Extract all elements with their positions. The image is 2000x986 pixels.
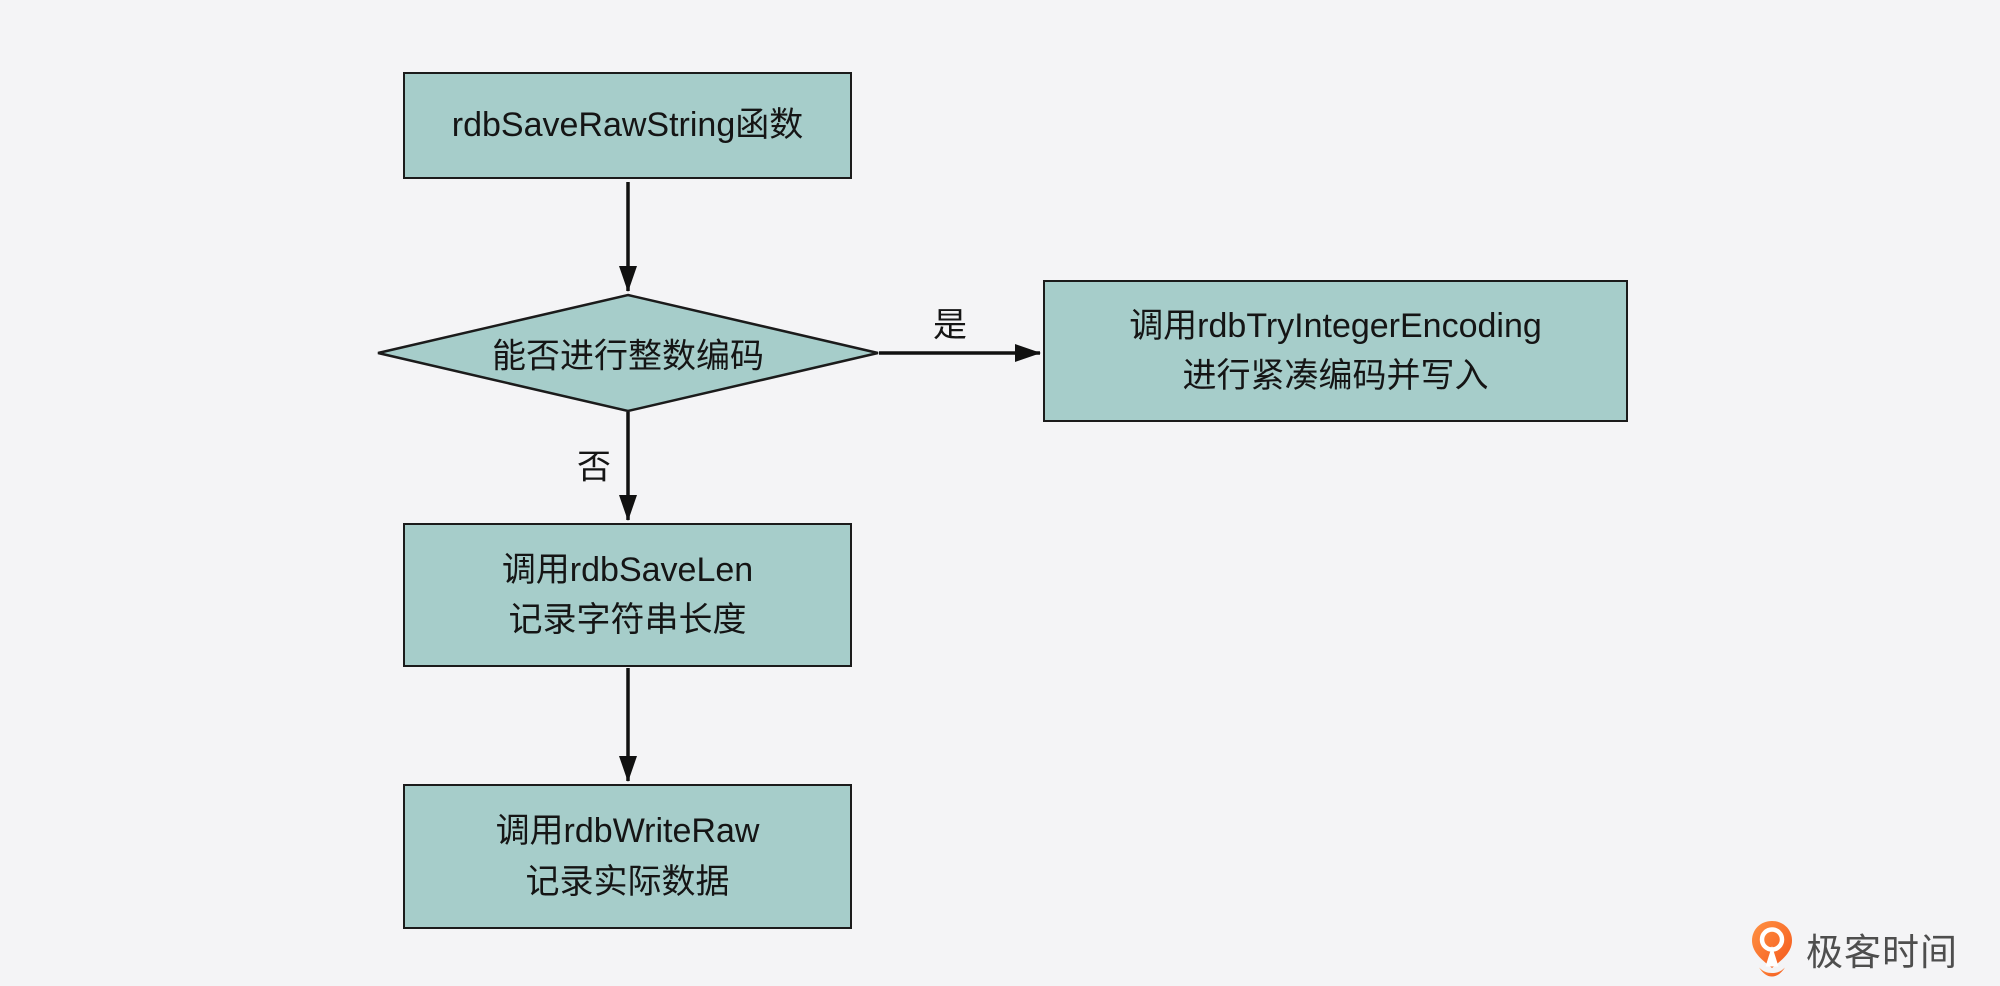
node-write-raw-line1: 调用rdbWriteRaw — [495, 812, 760, 851]
edge-label-yes: 是 — [933, 306, 967, 345]
node-save-len-line1: 调用rdbSaveLen — [501, 550, 754, 589]
node-save-len: 调用rdbSaveLen 记录字符串长度 — [403, 523, 852, 667]
node-rdbsaverawstring: rdbSaveRawString函数 — [403, 72, 852, 179]
logo-swoosh-shape — [1759, 967, 1785, 977]
decision-diamond-shape — [377, 293, 879, 413]
node-rdbsaverawstring-label: rdbSaveRawString函数 — [451, 106, 804, 145]
node-save-len-line2: 记录字符串长度 — [508, 601, 747, 639]
node-try-integer-encoding: 调用rdbTryIntegerEncoding 进行紧凑编码并写入 — [1043, 280, 1628, 422]
logo-needle-shape — [1765, 946, 1779, 967]
node-decision-label: 能否进行整数编码 — [492, 337, 764, 376]
geektime-logo: 极客时间 — [1750, 920, 1958, 978]
geektime-logo-text: 极客时间 — [1806, 932, 1958, 973]
node-write-raw: 调用rdbWriteRaw 记录实际数据 — [403, 784, 852, 929]
edge-label-no: 否 — [577, 448, 611, 487]
node-write-raw-line2: 记录实际数据 — [525, 862, 730, 901]
geektime-logo-icon — [1752, 921, 1792, 977]
node-try-integer-encoding-line2: 进行紧凑编码并写入 — [1182, 357, 1489, 395]
node-try-integer-encoding-line1: 调用rdbTryIntegerEncoding — [1129, 306, 1542, 345]
